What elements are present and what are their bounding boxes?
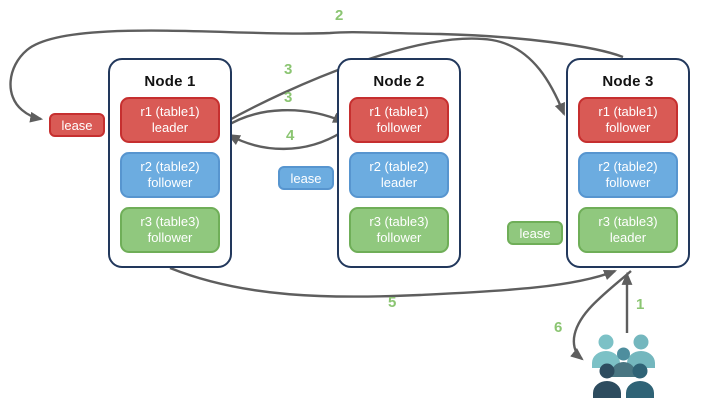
replica-name: r2 (table2) (140, 159, 200, 174)
replica-role: follower (147, 175, 193, 190)
step-label-5: 5 (388, 294, 397, 311)
node-title: Node 2 (373, 73, 425, 90)
replica-name: r1 (table1) (140, 104, 200, 119)
step-label-3-upper: 3 (284, 61, 293, 78)
replica-role: leader (609, 230, 647, 245)
replica-role: leader (151, 120, 189, 135)
replica-role: follower (376, 230, 422, 245)
replica-name: r3 (table3) (598, 214, 658, 229)
lease-badge-green: lease (507, 221, 563, 245)
replica-name: r3 (table3) (369, 214, 429, 229)
replica-role: follower (605, 175, 651, 190)
replica-r2-node3: r2 (table2) follower (578, 152, 678, 198)
replica-r2-node1: r2 (table2) follower (120, 152, 220, 198)
node-3-panel: Node 3 r1 (table1) follower r2 (table2) … (566, 58, 690, 268)
replica-name: r2 (table2) (369, 159, 429, 174)
person-icon (627, 334, 655, 368)
step-label-1: 1 (636, 296, 645, 313)
replica-role: follower (147, 230, 193, 245)
person-icon (592, 334, 620, 368)
replica-name: r2 (table2) (598, 159, 658, 174)
node-title: Node 1 (144, 73, 196, 90)
step-label-6: 6 (554, 319, 563, 336)
arrow-2-node3-to-red-lease (9, 29, 624, 123)
step-label-4: 4 (286, 127, 295, 144)
person-icon (593, 363, 621, 398)
replica-r3-node1: r3 (table3) follower (120, 207, 220, 253)
replica-r1-node1: r1 (table1) leader (120, 97, 220, 143)
users-group-icon (592, 334, 655, 398)
arrow-3-node1-to-node2 (224, 109, 346, 129)
replica-name: r1 (table1) (369, 104, 429, 119)
replica-name: r1 (table1) (598, 104, 658, 119)
replica-r1-node3: r1 (table1) follower (578, 97, 678, 143)
step-label-3-lower: 3 (284, 89, 293, 106)
node-1-panel: Node 1 r1 (table1) leader r2 (table2) fo… (108, 58, 232, 268)
node-2-panel: Node 2 r1 (table1) follower r2 (table2) … (337, 58, 461, 268)
replica-r3-node2: r3 (table3) follower (349, 207, 449, 253)
arrow-5-node1-to-node3 (169, 266, 618, 298)
replica-role: leader (380, 175, 418, 190)
replica-role: follower (376, 120, 422, 135)
replica-name: r3 (table3) (140, 214, 200, 229)
replica-r3-node3: r3 (table3) leader (578, 207, 678, 253)
replica-r1-node2: r1 (table1) follower (349, 97, 449, 143)
lease-badge-red: lease (49, 113, 105, 137)
person-icon (626, 363, 654, 398)
step-label-2: 2 (335, 7, 344, 24)
node-title: Node 3 (602, 73, 654, 90)
replica-r2-node2: r2 (table2) leader (349, 152, 449, 198)
lease-badge-blue: lease (278, 166, 334, 190)
replica-role: follower (605, 120, 651, 135)
